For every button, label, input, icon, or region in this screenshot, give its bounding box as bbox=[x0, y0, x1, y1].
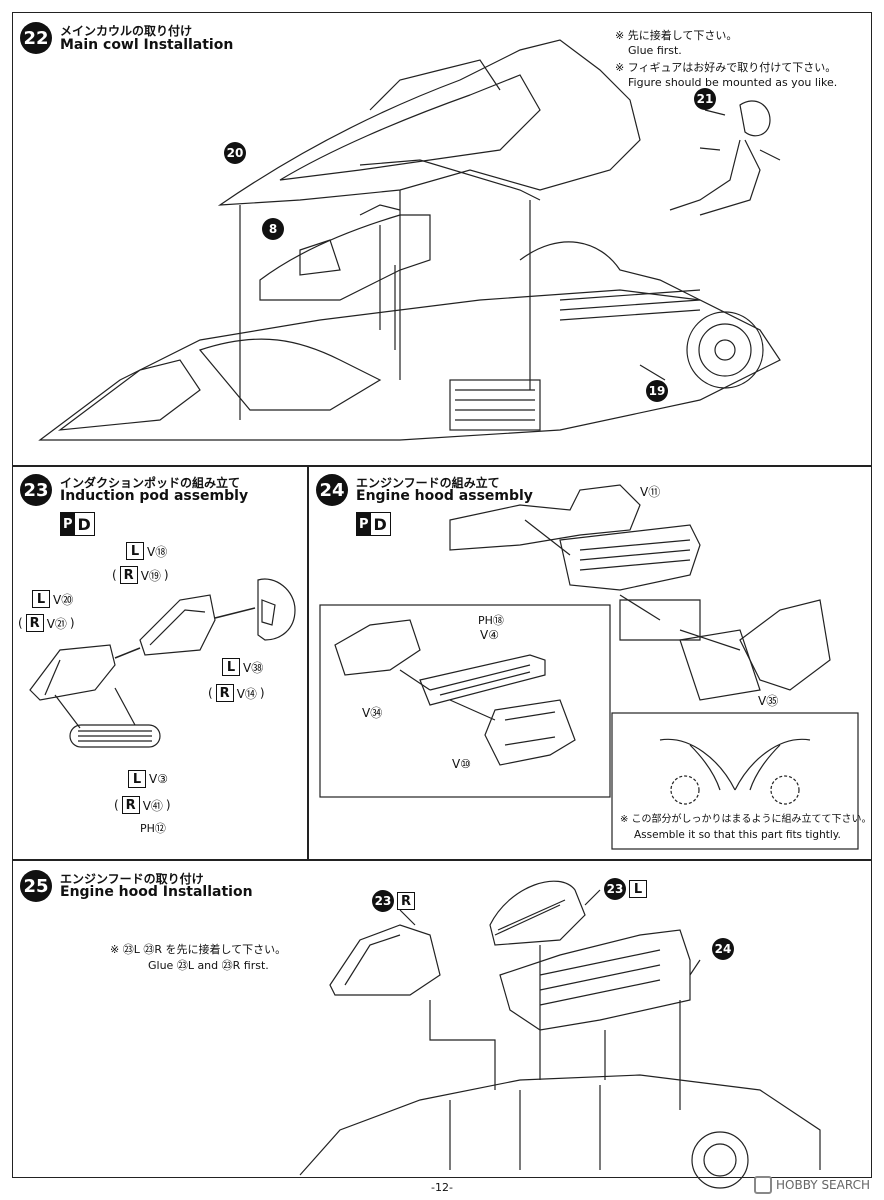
step-23-title-jp: インダクションポッドの組み立て bbox=[60, 476, 241, 490]
step25-glue-note-jp: ※ ㉓L ㉓R を先に接着して下さい。 bbox=[110, 943, 287, 956]
step25-glue-note-en: Glue ㉓L and ㉓R first. bbox=[148, 959, 269, 972]
part-ph12: PH⑫ bbox=[140, 822, 166, 835]
paint-badge-24: P D bbox=[356, 512, 391, 536]
step-25-title-en: Engine hood Installation bbox=[60, 884, 253, 900]
label-v11: V⑪ bbox=[640, 485, 661, 499]
callout-8: 8 bbox=[262, 218, 284, 240]
paint-badge-24-p: P bbox=[357, 513, 371, 535]
step-23-number: 23 bbox=[20, 474, 52, 506]
callout-19: 19 bbox=[646, 380, 668, 402]
figure-note-jp: ※ フィギュアはお好みで取り付けて下さい。 bbox=[615, 61, 837, 74]
label-v35: V㉟ bbox=[758, 694, 779, 708]
watermark-logo-icon bbox=[754, 1176, 773, 1194]
figure-note-en: Figure should be mounted as you like. bbox=[628, 76, 838, 89]
glue-note-en: Glue first. bbox=[628, 44, 682, 57]
callout-24: 24 bbox=[712, 938, 734, 960]
paint-badge-24-d: D bbox=[370, 513, 390, 535]
paint-badge: P D bbox=[60, 512, 95, 536]
label-v4: V④ bbox=[480, 628, 499, 642]
step-24-title-en: Engine hood assembly bbox=[356, 488, 533, 504]
step22-frame bbox=[12, 12, 872, 466]
page-number: -12- bbox=[431, 1181, 453, 1194]
paint-badge-p: P bbox=[61, 513, 75, 535]
fit-note-en: Assemble it so that this part fits tight… bbox=[634, 829, 841, 841]
step-24-number: 24 bbox=[316, 474, 348, 506]
step24-frame bbox=[308, 466, 872, 860]
step25-frame bbox=[12, 860, 872, 1178]
callout-20: 20 bbox=[224, 142, 246, 164]
step-22-title-jp: メインカウルの取り付け bbox=[60, 24, 193, 38]
step23-frame bbox=[12, 466, 308, 860]
glue-note-jp: ※ 先に接着して下さい。 bbox=[615, 29, 738, 42]
step-24-title-jp: エンジンフードの組み立て bbox=[356, 476, 500, 490]
watermark: HOBBY SEARCH bbox=[754, 1176, 870, 1194]
label-v34: V㉞ bbox=[362, 706, 383, 720]
step-22-title-en: Main cowl Installation bbox=[60, 37, 234, 53]
label-v10: V⑩ bbox=[452, 757, 471, 771]
step-25-number: 25 bbox=[20, 870, 52, 902]
label-ph18: PH⑱ bbox=[478, 614, 504, 627]
step-25-title-jp: エンジンフードの取り付け bbox=[60, 872, 204, 886]
callout-21: 21 bbox=[694, 88, 716, 110]
fit-note-jp: ※ この部分がしっかりはまるように組み立てて下さい。 bbox=[620, 814, 872, 825]
step-22-number: 22 bbox=[20, 22, 52, 54]
step-23-title-en: Induction pod assembly bbox=[60, 488, 249, 504]
paint-badge-d: D bbox=[74, 513, 94, 535]
